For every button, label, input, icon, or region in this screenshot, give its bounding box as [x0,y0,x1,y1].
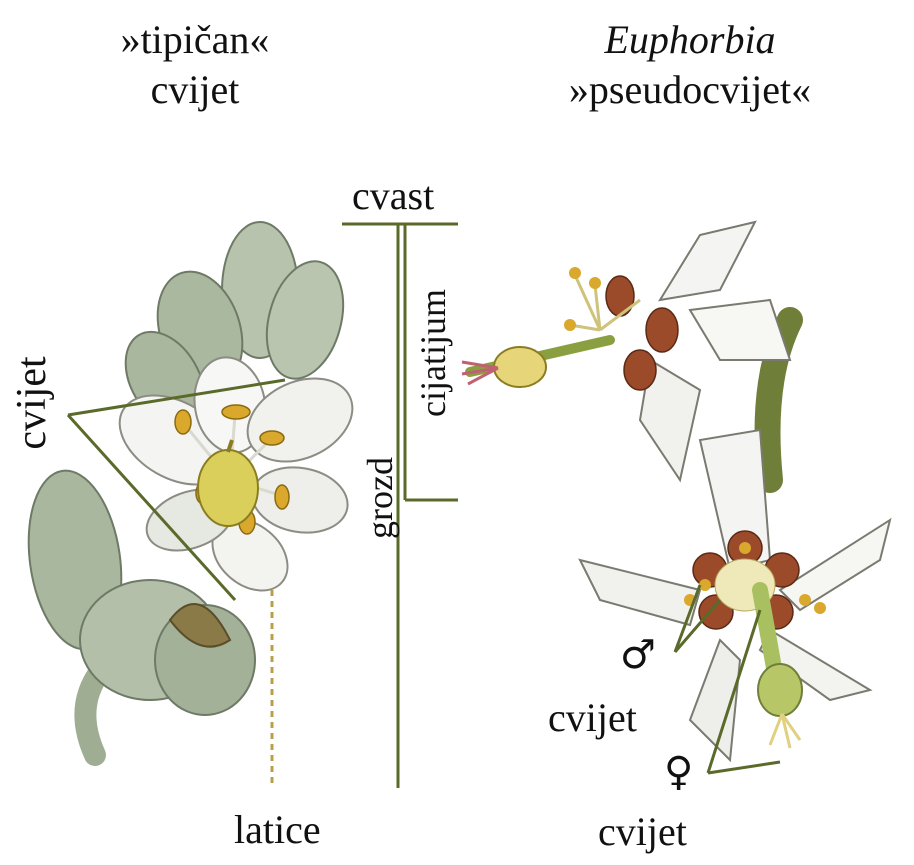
cijatijum-label: cijatijum [415,278,451,428]
ovary [198,450,258,526]
male-symbol: ♂ [620,635,656,675]
grozd-label: grozd [362,448,398,548]
cvast-label: cvast [352,176,434,216]
female-cvijet-label: cvijet [598,812,687,852]
latice-label: latice [234,810,321,850]
left-inflorescence [18,222,366,755]
male-cvijet-label: cvijet [548,698,637,738]
female-symbol: ♀ [664,752,693,792]
left-cvijet-label: cvijet [11,343,53,463]
